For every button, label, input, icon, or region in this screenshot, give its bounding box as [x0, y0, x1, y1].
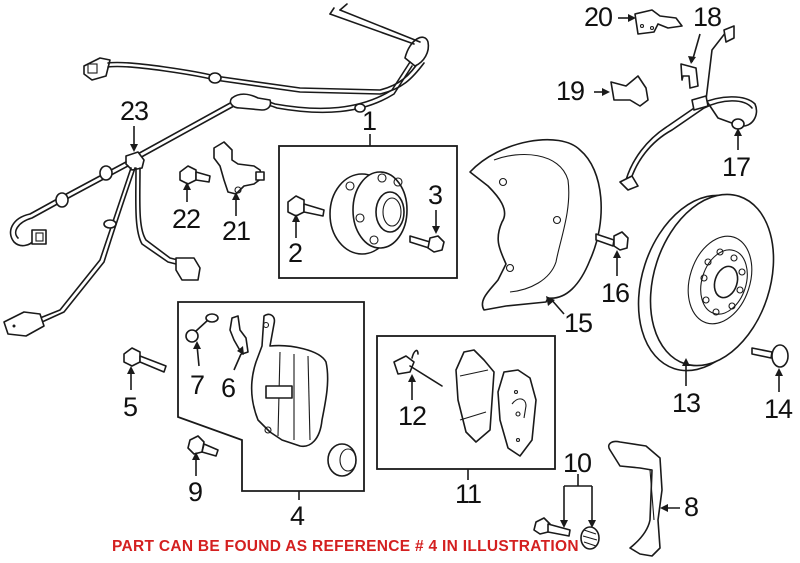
- caliper-drawing: [250, 313, 329, 448]
- callout-15[interactable]: 15: [564, 308, 593, 338]
- callout-17[interactable]: 17: [722, 152, 751, 182]
- abs-wire-harness-drawing: [3, 3, 430, 337]
- caliper-bracket-drawing: [607, 440, 663, 557]
- hub-assembly-box: [278, 145, 458, 279]
- hose-bracket-19-drawing: [610, 75, 649, 107]
- callout-11[interactable]: 11: [455, 479, 482, 509]
- abs-sensor-drawing: [213, 141, 265, 195]
- wear-sensor-drawing: [393, 349, 443, 387]
- callout-16[interactable]: 16: [601, 278, 630, 308]
- callout-19[interactable]: 19: [556, 76, 585, 106]
- callout-21[interactable]: 21: [222, 216, 251, 246]
- callout-9[interactable]: 9: [188, 477, 203, 507]
- hose-bracket-20-drawing: [634, 9, 683, 35]
- callout-12[interactable]: 12: [398, 401, 427, 431]
- callout-20[interactable]: 20: [584, 2, 613, 32]
- guide-pin-drawing: [533, 517, 571, 537]
- rotor-screw-drawing: [751, 344, 789, 368]
- callout-2[interactable]: 2: [288, 238, 303, 268]
- callout-14[interactable]: 14: [764, 394, 793, 424]
- bleeder-cap-drawing: [185, 313, 219, 343]
- hose-clip-drawing: [680, 63, 699, 89]
- bleeder-screw-drawing: [229, 315, 249, 355]
- callout-7[interactable]: 7: [190, 370, 205, 400]
- caliper-bolt-5-drawing: [123, 347, 167, 373]
- brake-hose-drawing: [619, 25, 758, 191]
- brake-pad-inner-drawing: [455, 349, 495, 443]
- callout-8[interactable]: 8: [684, 492, 699, 522]
- brake-pad-outer-drawing: [497, 369, 537, 457]
- callout-13[interactable]: 13: [672, 388, 701, 418]
- hub-bolt-2-drawing: [287, 195, 325, 217]
- sensor-bolt-drawing: [179, 165, 211, 185]
- callout-5[interactable]: 5: [123, 392, 138, 422]
- callout-22[interactable]: 22: [172, 204, 201, 234]
- brake-rotor-drawing: [637, 193, 775, 372]
- pad-set-box: [376, 335, 556, 470]
- caliper-assembly-box: [177, 301, 365, 492]
- caliper-bolt-9-drawing: [187, 435, 219, 457]
- piston-seal-drawing: [327, 443, 357, 477]
- shield-bolt-drawing: [595, 231, 629, 251]
- leader-lines: [127, 14, 783, 528]
- guide-boot-drawing: [580, 526, 600, 550]
- callout-23[interactable]: 23: [120, 96, 149, 126]
- callout-4[interactable]: 4: [290, 501, 305, 531]
- callout-18[interactable]: 18: [693, 2, 722, 32]
- callout-1[interactable]: 1: [362, 106, 377, 136]
- hub-bearing-drawing: [329, 171, 408, 255]
- callout-6[interactable]: 6: [221, 373, 236, 403]
- callout-10[interactable]: 10: [563, 448, 592, 478]
- callout-3[interactable]: 3: [428, 180, 443, 210]
- reference-notice: PART CAN BE FOUND AS REFERENCE # 4 IN IL…: [112, 538, 579, 555]
- hub-bolt-3-drawing: [409, 235, 445, 253]
